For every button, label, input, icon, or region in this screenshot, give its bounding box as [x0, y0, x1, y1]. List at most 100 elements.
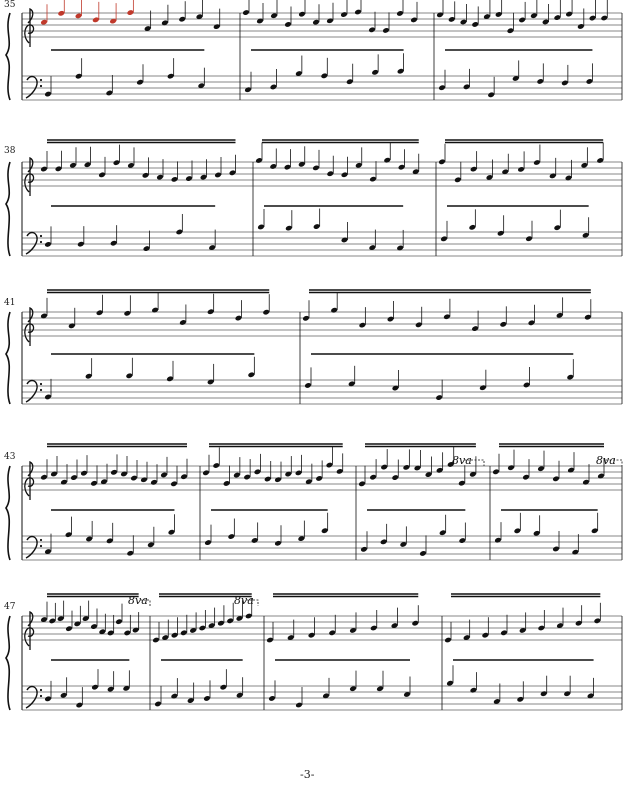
- treble-note: [162, 635, 169, 641]
- treble-note: [500, 630, 508, 636]
- bass-note: [459, 538, 466, 543]
- bass-note: [440, 236, 448, 242]
- treble-note: [270, 13, 278, 19]
- bass-note: [86, 536, 93, 542]
- bass-note: [65, 532, 72, 538]
- bass-note: [348, 381, 355, 387]
- treble-note: [482, 632, 489, 638]
- bass-note: [400, 541, 407, 547]
- bass-note: [236, 692, 243, 698]
- treble-note: [171, 176, 178, 182]
- bass-note: [514, 528, 521, 534]
- treble-note: [207, 309, 214, 315]
- treble-note: [74, 621, 81, 627]
- treble-note: [179, 16, 186, 22]
- treble-note: [517, 166, 525, 172]
- bass-note: [582, 232, 589, 238]
- bass-note: [244, 87, 252, 93]
- measure-number-38: 38: [4, 146, 16, 156]
- treble-note: [486, 175, 493, 180]
- treble-note: [217, 620, 225, 626]
- treble-note: [298, 161, 305, 167]
- treble-note: [161, 20, 169, 26]
- treble-note: [312, 165, 320, 171]
- bass-note: [463, 84, 470, 90]
- ottava-marking: 8va: [234, 594, 254, 607]
- bass-clef-icon: [25, 75, 38, 99]
- treble-note: [109, 18, 117, 24]
- treble-note: [69, 162, 77, 168]
- bass-clef-dot: [39, 688, 43, 692]
- brace-icon: [5, 311, 11, 405]
- bass-note: [512, 76, 519, 81]
- treble-note: [235, 315, 242, 321]
- treble-note: [75, 13, 82, 19]
- treble-note: [589, 15, 596, 21]
- brace-icon: [5, 465, 11, 561]
- measure-number-43: 43: [4, 452, 16, 462]
- bass-note: [380, 539, 387, 545]
- treble-note: [436, 12, 444, 18]
- treble-note: [213, 463, 220, 468]
- treble-note: [381, 464, 388, 470]
- bass-clef-icon: [25, 535, 38, 559]
- bass-note: [564, 691, 571, 697]
- bass-note: [295, 702, 303, 708]
- treble-note: [127, 10, 134, 15]
- treble-note: [70, 475, 78, 480]
- treble-note: [327, 171, 334, 177]
- bass-note: [220, 684, 227, 690]
- treble-note: [150, 479, 158, 485]
- treble-note: [565, 11, 573, 17]
- treble-note: [369, 474, 377, 480]
- treble-note: [443, 314, 451, 320]
- treble-note: [179, 320, 186, 325]
- treble-note: [68, 323, 75, 329]
- treble-note: [140, 477, 148, 483]
- bass-note: [110, 240, 117, 246]
- treble-note: [358, 481, 366, 487]
- page-number: -3-: [300, 768, 315, 781]
- bass-note: [143, 246, 150, 252]
- treble-note: [537, 466, 545, 472]
- treble-note: [199, 625, 206, 631]
- treble-note: [447, 462, 454, 467]
- treble-note: [336, 468, 343, 474]
- bass-note: [392, 385, 399, 391]
- bass-note: [44, 91, 52, 97]
- bass-note: [107, 686, 114, 692]
- treble-note: [359, 322, 366, 328]
- treble-note: [396, 10, 404, 16]
- treble-note: [354, 9, 362, 15]
- ottava-bracket: [606, 459, 623, 466]
- ottava-bracket: [246, 599, 259, 606]
- bass-note: [85, 373, 92, 379]
- treble-note: [522, 474, 530, 480]
- treble-note: [98, 172, 106, 178]
- treble-note: [470, 166, 477, 172]
- treble-note: [341, 172, 348, 178]
- bass-note: [106, 538, 113, 544]
- treble-note: [368, 27, 376, 33]
- treble-note: [171, 632, 178, 638]
- brace-icon: [5, 161, 11, 257]
- treble-note: [403, 464, 410, 470]
- bass-note: [187, 698, 194, 703]
- bass-note: [525, 236, 533, 242]
- bass-clef-dot: [39, 388, 43, 392]
- treble-note: [40, 313, 48, 319]
- treble-note: [391, 623, 398, 629]
- treble-note: [329, 630, 336, 636]
- treble-note: [124, 630, 131, 636]
- bass-note: [554, 225, 561, 231]
- brace-icon: [5, 615, 11, 711]
- bass-note: [321, 73, 328, 79]
- treble-note: [460, 19, 467, 25]
- treble-note: [533, 160, 541, 165]
- bass-note: [360, 546, 368, 552]
- treble-note: [58, 10, 65, 16]
- treble-clef-icon: [24, 460, 35, 500]
- bass-note: [494, 537, 502, 543]
- treble-note: [495, 11, 502, 17]
- treble-note: [110, 469, 118, 475]
